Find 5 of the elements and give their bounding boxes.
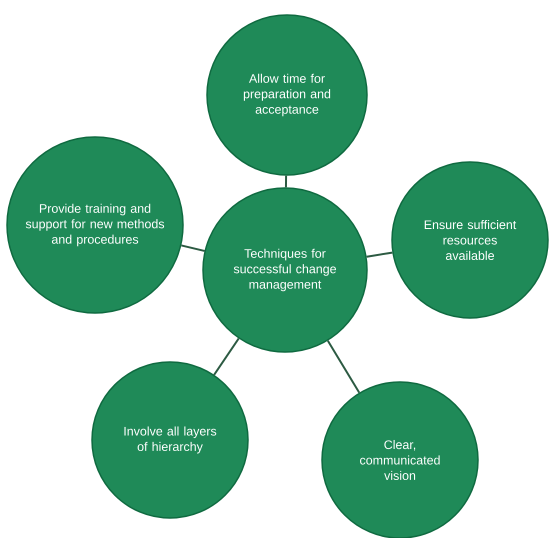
connector-line	[181, 244, 205, 252]
connector-line	[213, 338, 240, 376]
connector-line	[327, 340, 360, 394]
connector-line	[366, 252, 392, 258]
connector-line	[284, 176, 288, 188]
